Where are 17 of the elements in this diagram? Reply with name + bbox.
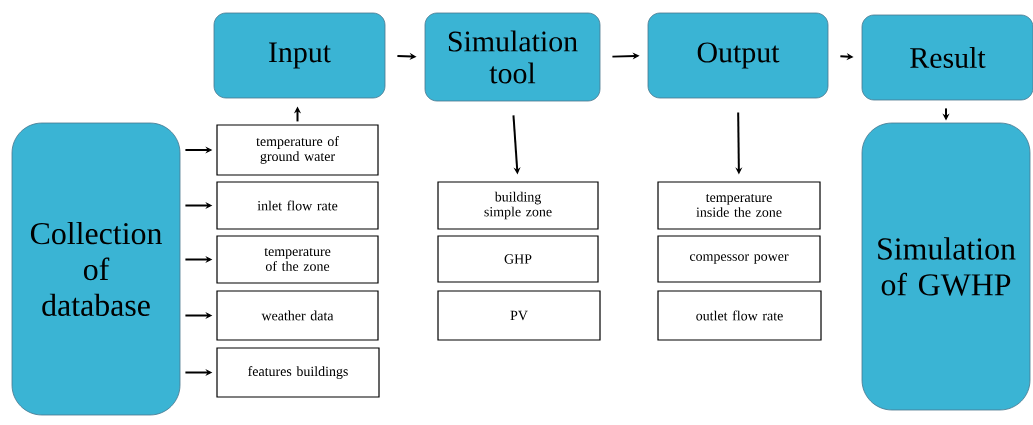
process-box: Simulation tool bbox=[424, 12, 601, 102]
item-box: weather data bbox=[216, 290, 379, 341]
process-column: Collection of database bbox=[11, 122, 181, 416]
process-box: Input bbox=[213, 12, 386, 99]
item-box: temperature inside the zone bbox=[657, 181, 821, 230]
item-box: compessor power bbox=[657, 235, 821, 283]
item-box: features buildings bbox=[216, 347, 380, 398]
item-box: building simple zone bbox=[437, 181, 599, 230]
item-box: outlet flow rate bbox=[657, 290, 822, 341]
process-box: Output bbox=[647, 12, 829, 99]
process-box: Result bbox=[861, 14, 1033, 101]
item-box: GHP bbox=[437, 235, 599, 283]
item-box: temperature of the zone bbox=[216, 235, 379, 284]
item-box: inlet flow rate bbox=[216, 181, 379, 230]
item-box: temperature of ground water bbox=[216, 124, 379, 176]
process-column: Simulation of GWHP bbox=[861, 122, 1031, 411]
item-box: PV bbox=[437, 290, 601, 341]
